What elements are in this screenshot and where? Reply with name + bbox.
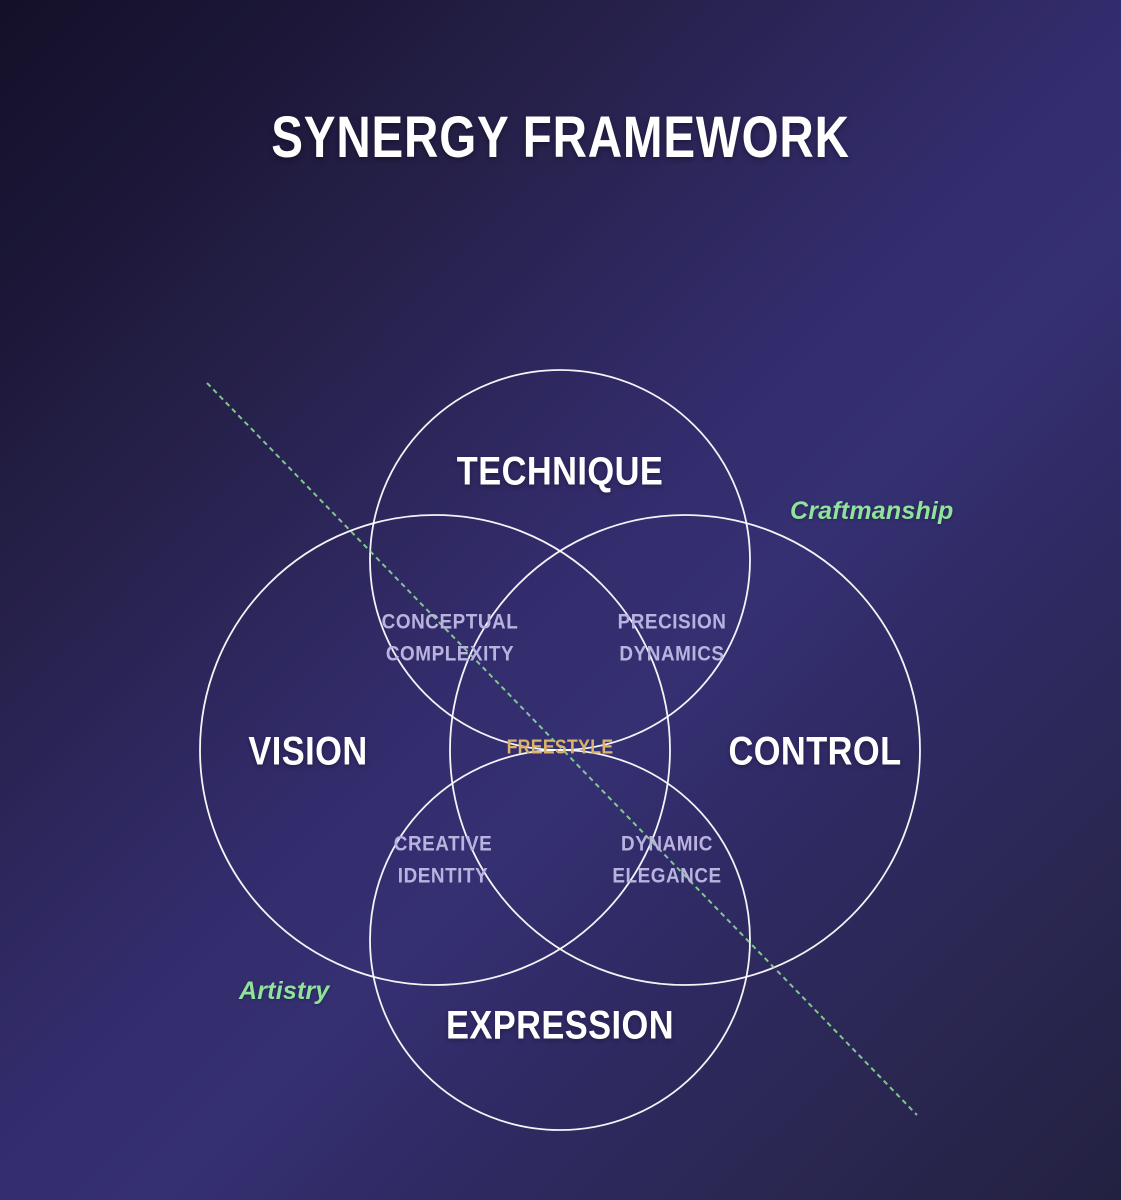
diagonal-guide-line xyxy=(206,382,918,1116)
venn-circles xyxy=(199,369,921,1131)
circle-control xyxy=(449,514,921,986)
circle-expression xyxy=(369,749,751,1131)
circle-vision xyxy=(199,514,671,986)
circle-technique xyxy=(369,369,751,751)
page-title: SYNERGY FRAMEWORK xyxy=(271,105,850,170)
